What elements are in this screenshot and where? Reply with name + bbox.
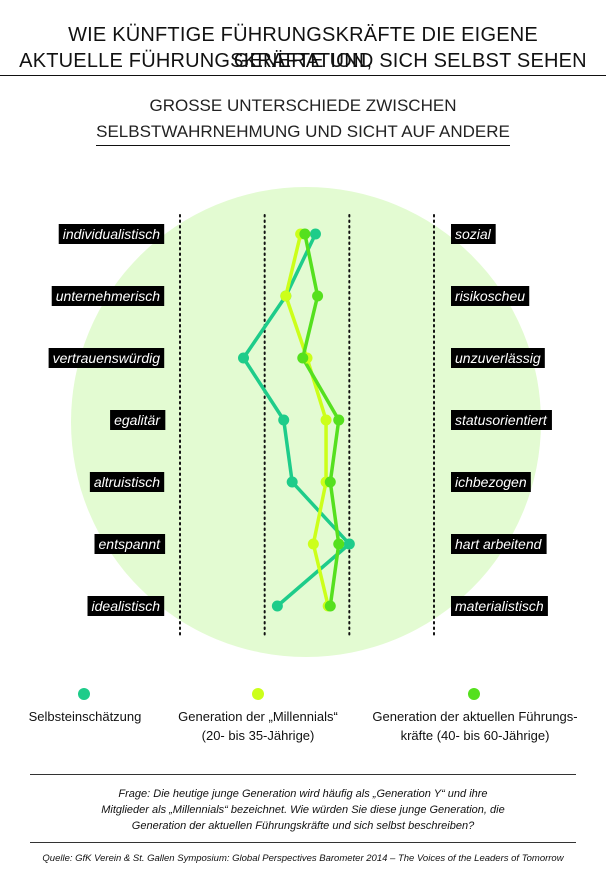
right-label-6: materialistisch <box>451 596 548 616</box>
left-label-3: egalitär <box>110 410 166 430</box>
series-1-point-1 <box>280 290 292 302</box>
left-label-4: altruistisch <box>89 472 165 492</box>
right-label-0-text: sozial <box>455 226 492 242</box>
left-label-5-box <box>94 534 166 554</box>
right-label-5: hart arbeitend <box>451 534 547 554</box>
series-0-point-6 <box>271 600 283 612</box>
series-0-point-2 <box>238 352 249 364</box>
divider-top <box>30 774 576 775</box>
right-label-2-box <box>451 348 545 368</box>
series-2-point-0 <box>299 228 311 240</box>
right-label-4-box <box>451 472 531 492</box>
background-circle <box>71 187 541 657</box>
left-label-0: individualistisch <box>58 224 165 244</box>
left-label-2-text: vertrauenswürdig <box>53 350 161 366</box>
legend-dot-fuehrungskraefte <box>468 688 480 700</box>
legend-label-fuehrungskraefte: Generation der aktuellen Führungs- kräft… <box>372 709 578 743</box>
left-label-5: entspannt <box>94 534 166 554</box>
series-2-point-3 <box>333 414 345 426</box>
series-2-point-4 <box>324 476 336 488</box>
left-label-2: vertrauenswürdig <box>48 348 165 368</box>
series-0-point-4 <box>286 476 298 488</box>
question-note: Frage: Die heutige junge Generation wird… <box>101 788 505 832</box>
legend-label-selbsteinschaetzung: Selbsteinschätzung <box>28 709 142 724</box>
left-label-1: unternehmerisch <box>51 286 165 306</box>
legend-dot-millennials <box>252 688 264 700</box>
left-label-1-box <box>51 286 165 306</box>
right-label-2-text: unzuverlässig <box>455 350 541 366</box>
right-label-1-text: risikoscheu <box>455 288 525 304</box>
divider-bottom <box>30 842 576 843</box>
series-1-point-3 <box>320 414 332 426</box>
right-label-6-box <box>451 596 548 616</box>
left-label-3-text: egalitär <box>114 412 161 428</box>
right-label-1: risikoscheu <box>451 286 530 306</box>
left-label-2-box <box>48 348 165 368</box>
chart-title-line-2: AKTUELLE FÜHRUNGSKRÄFTE UND SICH SELBST … <box>0 48 606 76</box>
left-label-6: idealistisch <box>87 596 165 616</box>
right-label-2: unzuverlässig <box>451 348 545 368</box>
left-label-0-text: individualistisch <box>63 226 160 242</box>
chart-subtitle-line-1: GROSSE UNTERSCHIEDE ZWISCHEN <box>149 96 457 115</box>
right-label-5-text: hart arbeitend <box>455 536 543 552</box>
right-label-3-text: statusorientiert <box>455 412 548 428</box>
legend-label-millennials: Generation der „Millennials“ (20- bis 35… <box>178 709 338 743</box>
series-1-point-5 <box>307 538 319 550</box>
left-label-4-text: altruistisch <box>94 474 160 490</box>
right-label-5-box <box>451 534 547 554</box>
series-0-point-5 <box>343 538 355 550</box>
left-label-5-text: entspannt <box>99 536 162 552</box>
chart-title-line-1: WIE KÜNFTIGE FÜHRUNGSKRÄFTE DIE EIGENE G… <box>0 22 606 76</box>
right-label-1-box <box>451 286 530 306</box>
left-label-1-text: unternehmerisch <box>56 288 160 304</box>
right-label-3: statusorientiert <box>451 410 552 430</box>
series-2-point-5 <box>333 538 345 550</box>
series-2-point-6 <box>324 600 336 612</box>
series-0-point-0 <box>309 228 321 240</box>
left-label-0-box <box>58 224 165 244</box>
left-label-6-box <box>87 596 165 616</box>
left-label-6-text: idealistisch <box>92 598 161 614</box>
right-label-6-text: materialistisch <box>455 598 544 614</box>
profile-chart: individualistisch unternehmerisch vertraue… <box>48 187 552 657</box>
series-2-point-2 <box>297 352 309 364</box>
left-label-4-box <box>89 472 165 492</box>
right-label-3-box <box>451 410 552 430</box>
right-label-4-text: ichbezogen <box>455 474 527 490</box>
right-label-4: ichbezogen <box>451 472 531 492</box>
right-label-0-box <box>451 224 496 244</box>
right-label-0: sozial <box>451 224 496 244</box>
source-note: Quelle: GfK Verein & St. Gallen Symposiu… <box>42 853 564 864</box>
series-0-point-3 <box>278 414 290 426</box>
legend-dot-selbsteinschaetzung <box>78 688 90 700</box>
chart-subtitle-line-2: SELBSTWAHRNEHMUNG UND SICHT AUF ANDERE <box>0 120 606 146</box>
series-2-point-1 <box>312 290 324 302</box>
left-label-3-box <box>110 410 166 430</box>
